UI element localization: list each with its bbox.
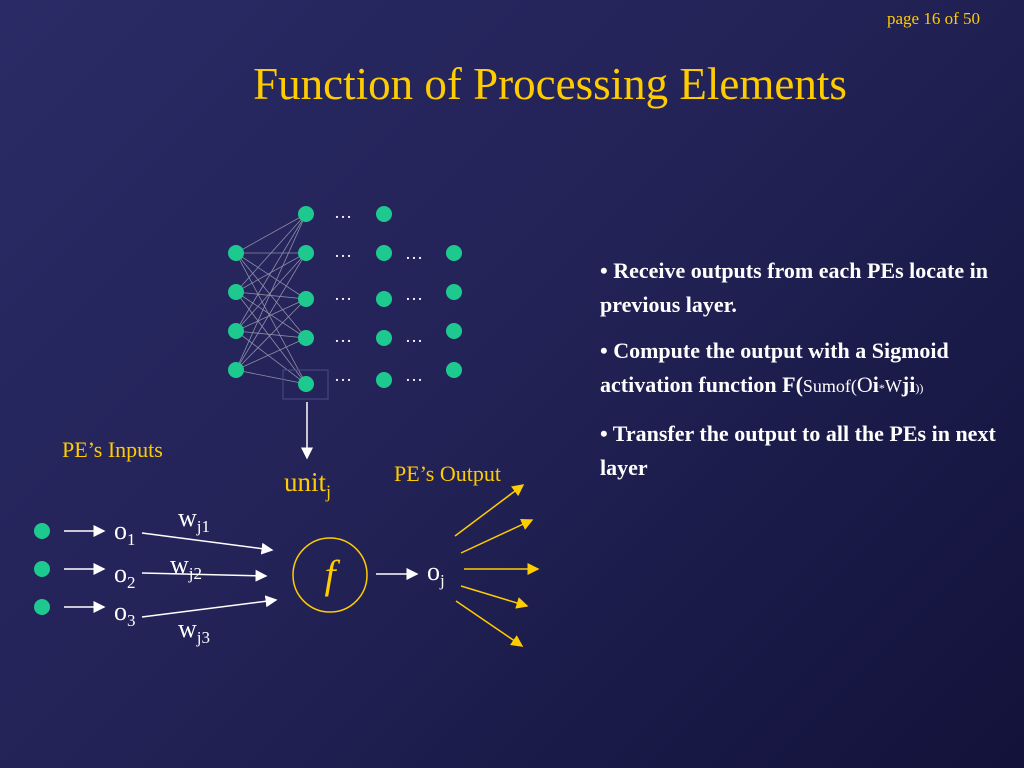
- connection-line: [235, 213, 307, 371]
- ellipsis-text: …: [405, 243, 423, 263]
- highlighted-unit-box: [282, 369, 329, 400]
- fanout-arrow: [455, 600, 524, 647]
- connection-line: [235, 213, 307, 293]
- hidden-node: [298, 291, 314, 307]
- output-layer-nodes: [446, 245, 462, 378]
- hidden-node: [298, 206, 314, 222]
- hidden-layer-2-nodes: [376, 206, 392, 388]
- connection-line: [235, 337, 307, 371]
- bullet-list: • Receive outputs from each PEs locate i…: [600, 254, 1015, 497]
- weighted-input-arrow: [141, 569, 268, 582]
- fanout-arrow: [460, 585, 529, 609]
- weighted-input-arrow: [141, 595, 278, 618]
- output-node: [446, 245, 462, 261]
- connection-line: [235, 252, 307, 385]
- pe-input-nodes: [34, 523, 50, 615]
- ellipsis-text: …: [405, 365, 423, 385]
- connection-line: [235, 213, 307, 332]
- output-fan-arrows: [454, 484, 540, 647]
- ellipsis-text: …: [334, 202, 352, 222]
- connection-line: [235, 213, 307, 254]
- weight-wj1-label: wj1: [178, 503, 211, 537]
- hidden-node: [298, 245, 314, 261]
- ellipsis-text: …: [405, 326, 423, 346]
- ellipsis-text: …: [334, 241, 352, 261]
- hidden-node: [376, 206, 392, 222]
- fanout-arrow: [460, 518, 534, 554]
- connection-line: [235, 252, 307, 300]
- output-oj-label: oj: [427, 557, 445, 591]
- connection-line: [235, 298, 307, 371]
- input-node: [228, 362, 244, 378]
- input-node: [228, 323, 244, 339]
- network-links: [235, 213, 307, 385]
- input-node: [228, 284, 244, 300]
- output-node: [446, 323, 462, 339]
- hidden-node: [376, 291, 392, 307]
- connection-line: [235, 330, 307, 385]
- bullet-transfer: • Transfer the output to all the PEs in …: [600, 421, 996, 480]
- input-node: [228, 245, 244, 261]
- input-o3-label: o3: [114, 597, 136, 631]
- pe-inputs-label: PE’s Inputs: [62, 437, 163, 462]
- pe-input-node: [34, 561, 50, 577]
- connection-line: [235, 369, 307, 385]
- connection-line: [235, 252, 307, 371]
- pe-input-node: [34, 599, 50, 615]
- ellipsis-marks: … … … … … … … … …: [334, 202, 423, 385]
- hidden-node: [298, 330, 314, 346]
- weight-wj3-label: wj3: [178, 614, 211, 648]
- hidden-node: [376, 245, 392, 261]
- ellipsis-text: …: [334, 326, 352, 346]
- hidden-node: [298, 376, 314, 392]
- connection-line: [235, 291, 307, 300]
- unit-label: unitj: [284, 467, 332, 502]
- output-node: [446, 284, 462, 300]
- input-o1-label: o1: [114, 516, 136, 550]
- connection-line: [235, 291, 307, 385]
- pe-output-label: PE’s Output: [394, 461, 501, 486]
- weighted-input-arrow: [141, 532, 274, 555]
- hidden-node: [376, 372, 392, 388]
- pe-input-arrows: [64, 525, 278, 618]
- slide-title: Function of Processing Elements: [253, 59, 847, 109]
- activation-function-symbol: f: [324, 552, 336, 597]
- input-layer-nodes: [228, 245, 244, 378]
- bullet-compute: • Compute the output with a Sigmoid acti…: [600, 338, 949, 397]
- input-o2-label: o2: [114, 559, 136, 593]
- ellipsis-text: …: [334, 365, 352, 385]
- pe-input-node: [34, 523, 50, 539]
- connection-line: [235, 298, 307, 332]
- weight-wj2-label: wj2: [170, 550, 203, 584]
- activation-circle: [292, 537, 368, 613]
- hidden-node: [376, 330, 392, 346]
- hidden-layer-1-nodes: [298, 206, 314, 392]
- output-node: [446, 362, 462, 378]
- bullet-receive: • Receive outputs from each PEs locate i…: [600, 258, 988, 317]
- ellipsis-text: …: [334, 284, 352, 304]
- ellipsis-text: …: [405, 284, 423, 304]
- fanout-arrow: [454, 484, 525, 537]
- page-number: page 16 of 50: [886, 9, 980, 28]
